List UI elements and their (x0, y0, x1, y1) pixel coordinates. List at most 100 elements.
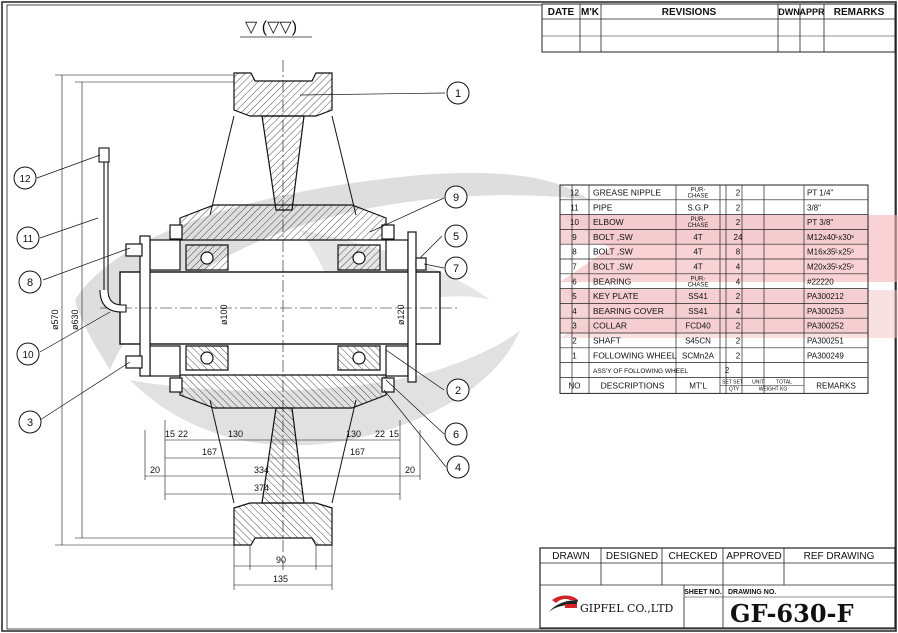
dim-130-right: 130 (346, 429, 361, 439)
callout-4 (446, 455, 470, 479)
bom-header-weight: WEIGHT KG (759, 386, 788, 392)
bom-set: 2 (725, 366, 730, 375)
bom-desc: BOLT ,SW (593, 232, 633, 242)
bom-mtl: CHASE (688, 194, 709, 200)
bom-mtl: 4T (693, 263, 702, 272)
dim-135: 135 (273, 574, 288, 584)
bom-remarks: M20x35ᴸx25ˢ (807, 263, 854, 272)
bom-remarks: PA300252 (807, 322, 844, 331)
dim-100: ø100 (219, 304, 229, 325)
bom-header-unit: UNIT (752, 379, 764, 385)
bom-no: 8 (572, 248, 577, 257)
title-block: DRAWN DESIGNED CHECKED APPROVED REF DRAW… (539, 547, 896, 629)
callout-1 (446, 81, 470, 105)
bom-no: 12 (570, 189, 579, 198)
bom-mtl: S.G.P (687, 203, 708, 212)
bom-desc: BOLT ,SW (593, 262, 633, 272)
bom-qty: 2 (736, 189, 741, 198)
bom-no: 9 (572, 233, 577, 242)
bom-remarks: PT 3/8" (807, 218, 833, 227)
svg-text:2: 2 (455, 385, 461, 397)
bom-no: 6 (572, 277, 577, 286)
dim-167-right: 167 (350, 447, 365, 457)
svg-text:8: 8 (27, 277, 33, 289)
callout-9 (444, 185, 468, 209)
callout-leaders (36, 92, 447, 468)
bom-no: 1 (572, 351, 577, 360)
bom-mtl: PUR- (691, 217, 706, 223)
bom-no: 10 (570, 218, 579, 227)
bom-mtl: SCMn2A (682, 351, 715, 360)
bom-desc: ELBOW (593, 217, 624, 227)
bom-header-no: NO (569, 381, 581, 390)
rev-header-revisions: REVISIONS (662, 7, 717, 18)
tb-checked: CHECKED (669, 551, 718, 562)
dim-120: ø120 (396, 304, 406, 325)
bom-no: 5 (572, 292, 577, 301)
bom-qty: 4 (736, 277, 741, 286)
bom-remarks: PA300249 (807, 351, 844, 360)
tb-sheet-no: SHEET NO. (684, 589, 722, 596)
bom-mtl: PUR- (691, 276, 706, 282)
bom-qty: 2 (736, 203, 741, 212)
tb-approved: APPROVED (726, 551, 782, 562)
bom-desc: GREASE NIPPLE (593, 188, 661, 198)
dim-334: 334 (254, 465, 269, 475)
dimension-lines (55, 74, 421, 590)
callout-8 (18, 270, 42, 294)
bom-remarks: 3/8" (807, 203, 821, 212)
bom-remarks: PT 1/4" (807, 189, 833, 198)
bom-desc: ASS'Y OF FOLLOWING WHEEL (593, 368, 688, 375)
grease-pipe (98, 147, 127, 313)
dim-630: ø630 (70, 309, 80, 330)
callout-7 (444, 256, 468, 280)
bom-no: 3 (572, 322, 577, 331)
bom-mtl: FCD40 (685, 322, 711, 331)
bom-header-remarks: REMARKS (816, 381, 856, 390)
rev-header-dwn: DWN (778, 7, 800, 17)
svg-text:12: 12 (19, 174, 31, 185)
dim-20-right: 20 (405, 465, 415, 475)
callout-3 (18, 410, 42, 434)
callout-6 (444, 422, 468, 446)
dim-22-right: 22 (375, 429, 385, 439)
bom-qty: 2 (736, 322, 741, 331)
dim-570: ø570 (50, 309, 60, 330)
bom-remarks: M16x35ᴸx25ˢ (807, 248, 854, 257)
rev-header-mk: M'K (581, 7, 600, 18)
dim-15-left: 15 (165, 429, 175, 439)
svg-text:9: 9 (453, 192, 459, 204)
bom-no: 11 (570, 203, 579, 212)
bom-mtl: S45CN (685, 337, 711, 346)
bom-qty: 24 (734, 233, 743, 242)
bom-qty: 2 (736, 337, 741, 346)
svg-text:1: 1 (455, 88, 461, 100)
callout-10 (16, 342, 40, 366)
bom-qty: 2 (736, 351, 741, 360)
bom-header-total: TOTAL (776, 379, 792, 385)
svg-text:4: 4 (455, 462, 461, 474)
bom-mtl: CHASE (688, 223, 709, 229)
bom-desc: KEY PLATE (593, 291, 639, 301)
callout-balloons: 1 2 3 4 5 6 7 8 9 10 11 12 (13, 81, 470, 479)
tb-ref-drawing: REF DRAWING (804, 551, 875, 562)
tb-designed: DESIGNED (606, 551, 658, 562)
bom-mtl: 4T (693, 233, 702, 242)
dim-167-left: 167 (202, 447, 217, 457)
bom-remarks: M12x40ᴸx30ˢ (807, 233, 854, 242)
rev-header-date: DATE (548, 7, 575, 18)
tb-drawing-number: GF-630-F (730, 599, 854, 628)
surface-finish-symbol: ▽ (▽▽) (245, 19, 297, 36)
tb-drawing-no: DRAWING NO. (728, 589, 776, 596)
bom-qty: 4 (736, 307, 741, 316)
callout-5 (444, 224, 468, 248)
bom-qty: 2 (736, 218, 741, 227)
wheel-section (100, 60, 460, 570)
bom-desc: FOLLOWING WHEEL (593, 350, 677, 360)
callout-2 (446, 378, 470, 402)
bom-header-qty: QTY (729, 386, 740, 392)
tb-drawn: DRAWN (552, 551, 589, 562)
bom-remarks: PA300253 (807, 307, 844, 316)
bom-mtl: PUR- (691, 188, 706, 194)
